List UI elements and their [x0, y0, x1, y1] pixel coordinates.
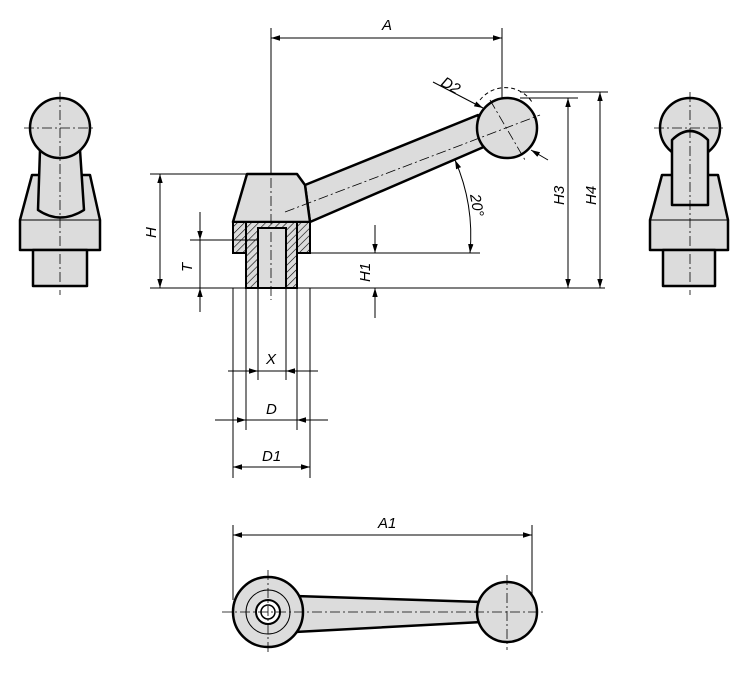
dim-h-label: H	[143, 227, 160, 238]
threaded-hole	[257, 227, 287, 289]
angle-label: 20°	[466, 192, 487, 218]
dim-x-label: X	[265, 351, 277, 368]
dimensions: A D2 H T H1 20° H3 H4 X D D1	[143, 17, 608, 478]
left-side-view	[18, 92, 102, 295]
lever-ball	[475, 96, 539, 160]
dim-h4-label: H4	[583, 186, 600, 205]
dim-d-label: D	[266, 401, 277, 418]
front-view	[231, 87, 541, 300]
dim-a-label: A	[381, 17, 392, 34]
top-view: A1	[222, 515, 545, 655]
right-side-view	[648, 92, 730, 295]
dim-d1-label: D1	[262, 448, 281, 465]
dim-h1-label: H1	[357, 263, 374, 282]
dim-t-label: T	[179, 261, 196, 272]
dim-a1-label: A1	[377, 515, 396, 532]
dim-d2-label: D2	[438, 74, 464, 99]
lever-hub	[231, 172, 312, 224]
dim-h3-label: H3	[551, 185, 568, 205]
